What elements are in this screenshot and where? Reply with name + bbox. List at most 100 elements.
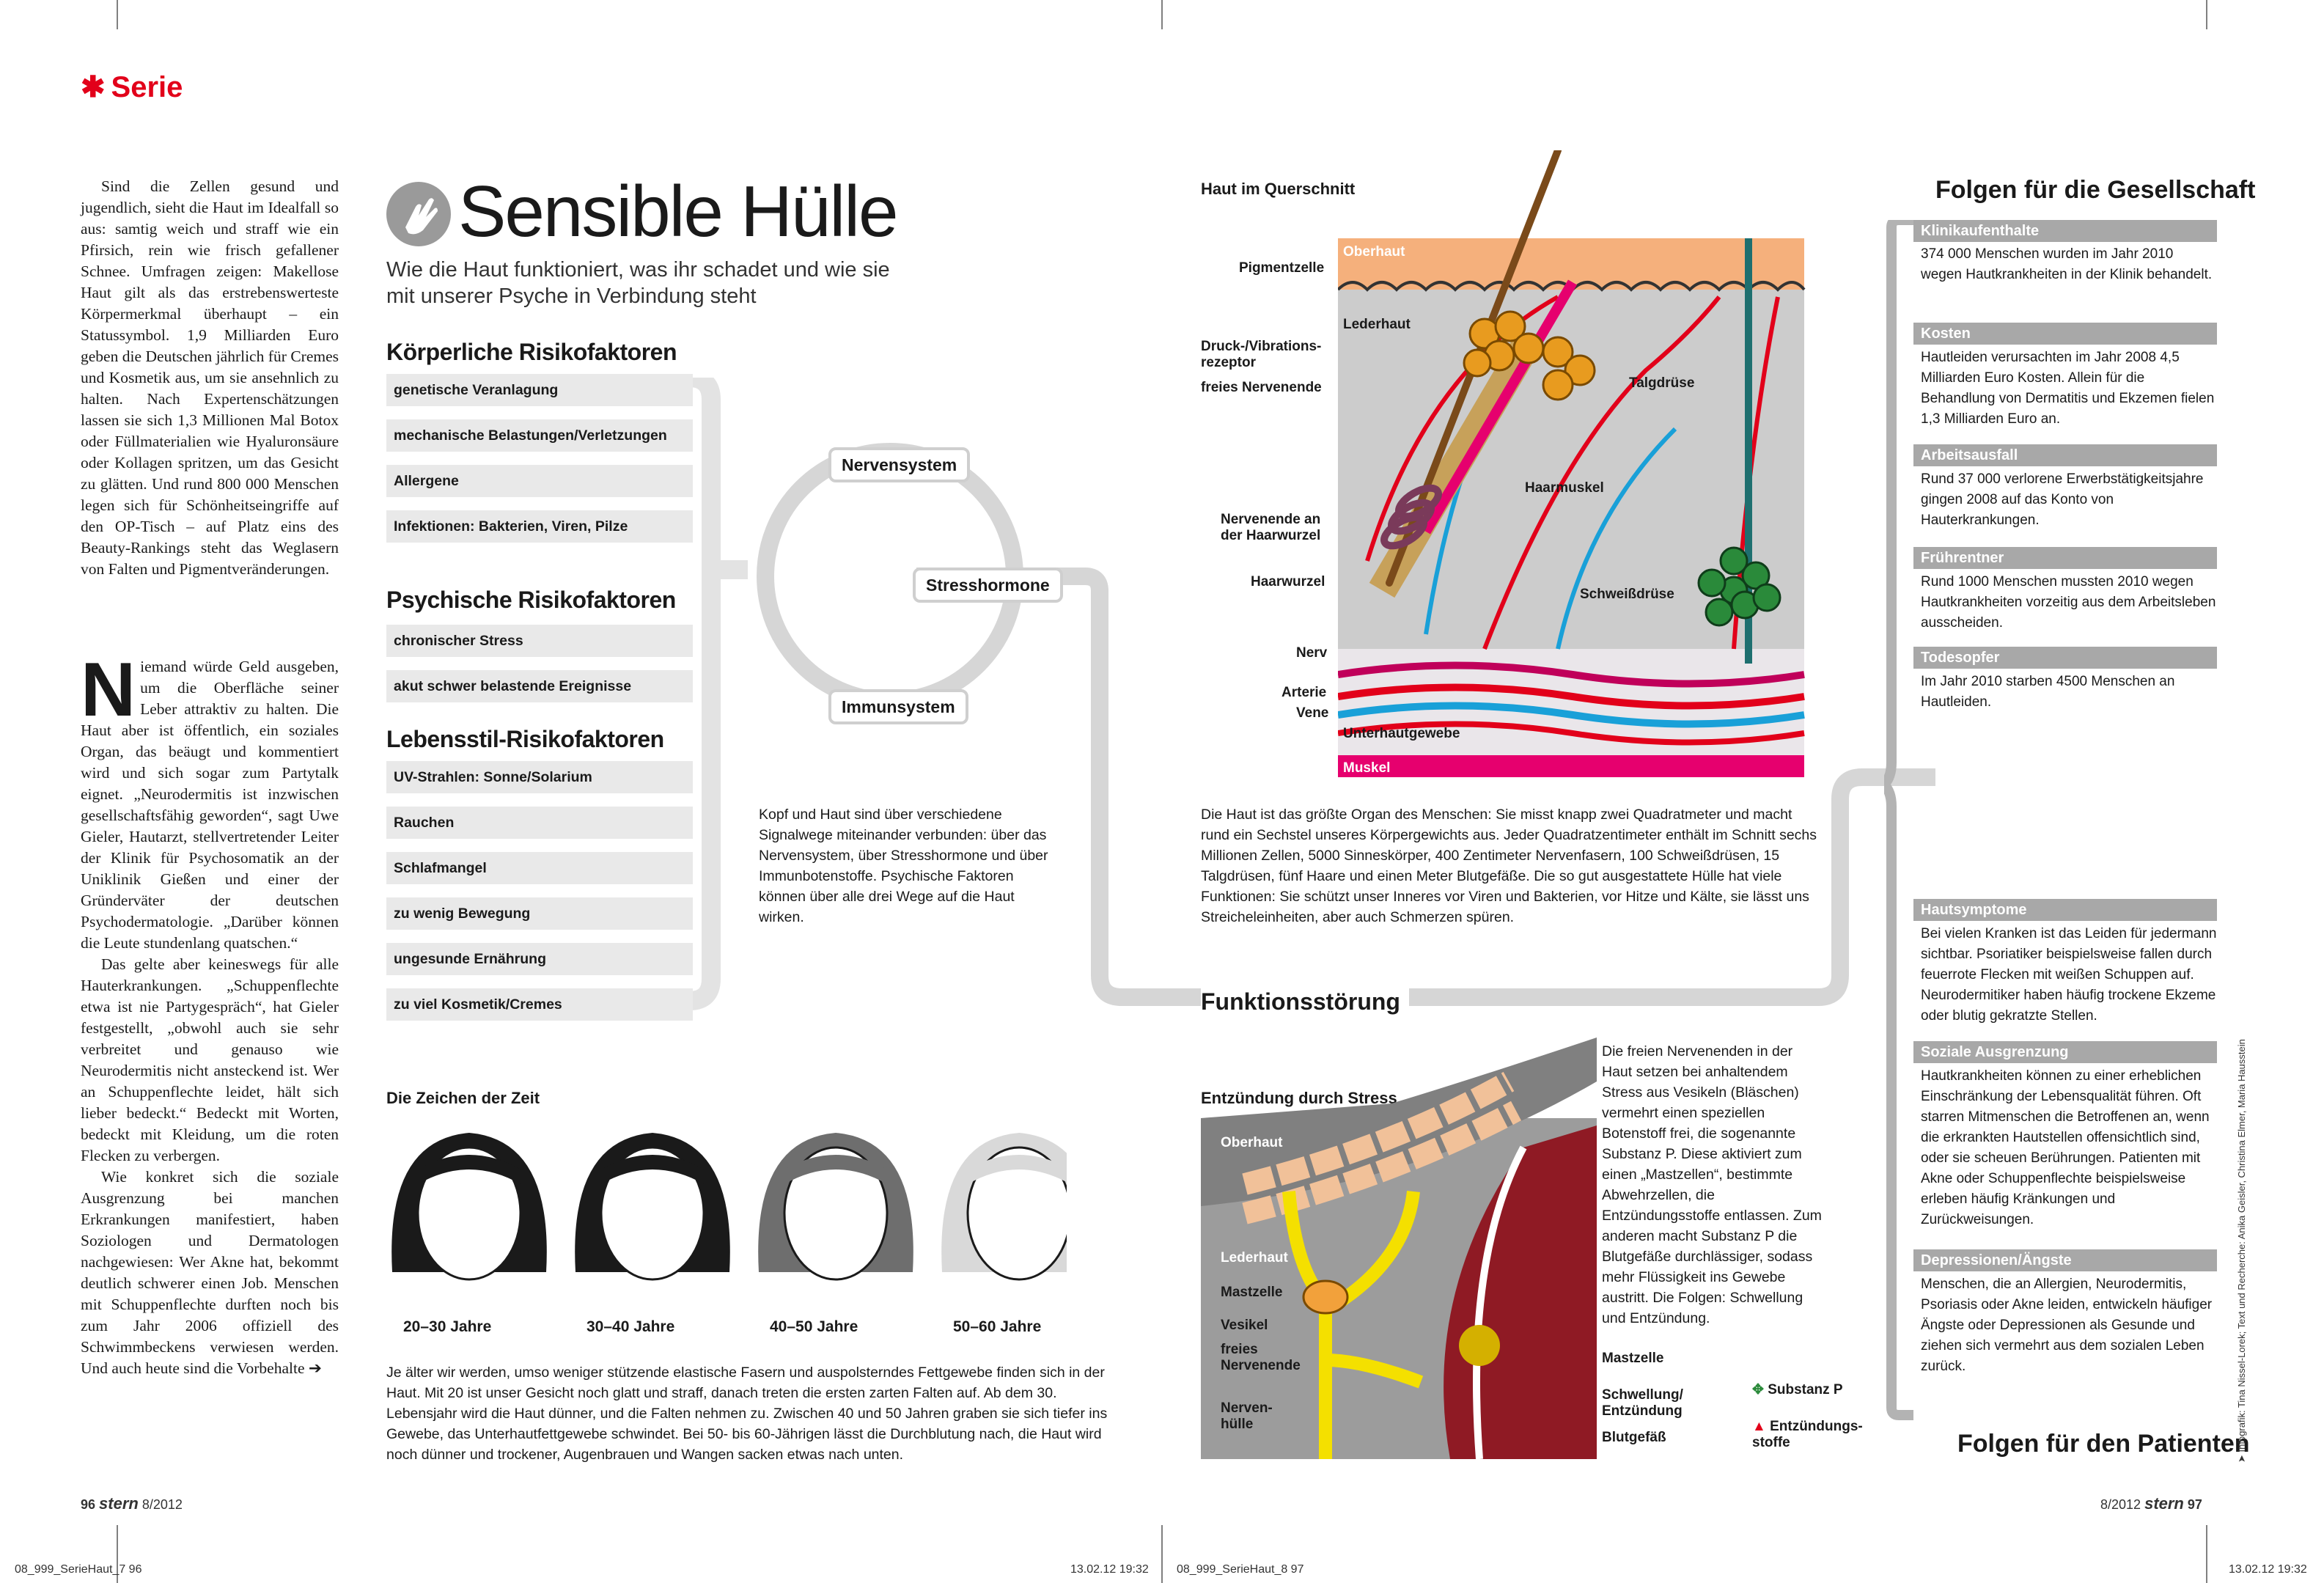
risk-item: akut schwer belastende Ereignisse [386, 670, 693, 702]
inf-label-lederhaut: Lederhaut [1221, 1250, 1288, 1266]
article-paragraph: Wie konkret sich die soziale Ausgrenzung… [81, 1168, 339, 1377]
society-head: Kosten [1913, 323, 2217, 345]
inflammation-diagram [1201, 1037, 1597, 1459]
risk-item: genetische Veranlagung [386, 374, 693, 406]
label-haarmuskel: Haarmuskel [1525, 480, 1604, 496]
label-nerv: Nerv [1296, 645, 1328, 661]
patient-head: Soziale Ausgrenzung [1913, 1041, 2217, 1063]
nervous-system-node: Nervensystem [828, 447, 971, 482]
risk-item: Allergene [386, 465, 693, 497]
slug-left: 08_999_SerieHaut_7 96 [15, 1563, 142, 1576]
triangle-icon: ▲ [1752, 1419, 1766, 1434]
cross-section-caption: Die Haut ist das größte Organ des Mensch… [1201, 807, 1817, 925]
funktion-title: Funktionsstörung [1201, 988, 1409, 1015]
risk-bracket [688, 378, 748, 1010]
lifestyle-risk-title: Lebensstil-Risikofaktoren [386, 726, 664, 752]
society-head: Frührentner [1913, 547, 2217, 569]
footer-left: 96 stern 8/2012 [81, 1494, 183, 1513]
label-nervenende-haarwurzel: Nervenende an der Haarwurzel [1221, 512, 1321, 543]
immune-system-node: Immunsystem [828, 689, 968, 724]
patient-body: Bei vielen Kranken ist das Leiden für je… [1921, 926, 2217, 1024]
label-lederhaut: Lederhaut [1343, 317, 1411, 332]
age-label: 40–50 Jahre [770, 1318, 858, 1335]
substanz-p-icon: ✥ [1752, 1382, 1764, 1397]
label-schweissdruese: Schweißdrüse [1580, 587, 1674, 602]
page-title: Sensible Hülle [458, 171, 898, 251]
age-label: 50–60 Jahre [953, 1318, 1042, 1335]
series-label: Serie [111, 70, 183, 103]
label-vene: Vene [1296, 705, 1329, 721]
slug-right: 08_999_SerieHaut_8 97 [1177, 1563, 1304, 1576]
society-title: Folgen für die Gesellschaft [1935, 176, 2256, 204]
risk-item: UV-Strahlen: Sonne/Solarium [386, 761, 693, 793]
society-bracket [1884, 220, 1913, 1420]
series-tag: ✱ Serie [81, 70, 183, 104]
society-body: Rund 1000 Menschen mussten 2010 wegen Ha… [1921, 574, 2216, 631]
skin-cross-section [1338, 150, 1806, 777]
inflammation-title: Entzündung durch Stress [1201, 1089, 1397, 1107]
inf-label-oberhaut: Oberhaut [1221, 1135, 1283, 1150]
risk-item: zu wenig Bewegung [386, 897, 693, 930]
page-subtitle: Wie die Haut funktioniert, was ihr schad… [386, 258, 890, 308]
inf-label-schwellung: Schwellung/ Entzündung [1602, 1387, 1683, 1419]
society-body: 374 000 Menschen wurden im Jahr 2010 weg… [1921, 246, 2213, 282]
inf-label-mastzelle: Mastzelle [1221, 1285, 1283, 1300]
infographic-credit: ➤ Infografik: Tina Nissel-Lorek; Text un… [2236, 1039, 2247, 1463]
article-paragraph: Das gelte aber keineswegs für alle Haute… [81, 955, 339, 1164]
risk-item: zu viel Kosmetik/Cremes [386, 988, 693, 1021]
risk-item: ungesunde Ernährung [386, 943, 693, 975]
risk-item: Schlafmangel [386, 852, 693, 884]
footer-right: 8/2012 stern 97 [2100, 1494, 2202, 1513]
risk-item: mechanische Belastungen/Verletzungen [386, 419, 693, 452]
label-unterhaut: Unterhautgewebe [1343, 726, 1460, 741]
psych-risk-title: Psychische Risikofaktoren [386, 587, 676, 613]
patient-body: Menschen, die an Allergien, Neurodermiti… [1921, 1277, 2213, 1374]
label-arterie: Arterie [1281, 685, 1327, 700]
label-oberhaut: Oberhaut [1343, 244, 1405, 260]
aging-title: Die Zeichen der Zeit [386, 1089, 540, 1107]
risk-item: Rauchen [386, 807, 693, 839]
label-muskel: Muskel [1343, 760, 1391, 776]
article-paragraph: Sind die Zellen gesund und jugendlich, s… [81, 177, 339, 578]
society-body: Hautleiden verursachten im Jahr 2008 4,5… [1921, 350, 2215, 427]
physical-risk-title: Körperliche Risikofaktoren [386, 339, 677, 365]
label-haarwurzel: Haarwurzel [1251, 574, 1325, 590]
label-freies-nervenende: freies Nervenende [1201, 380, 1322, 395]
patient-body: Hautkrankheiten können zu einer erheblic… [1921, 1068, 2210, 1227]
hand-icon [386, 182, 451, 246]
slug-right-date: 13.02.12 19:32 [2229, 1563, 2307, 1576]
patient-head: Hautsymptome [1913, 899, 2217, 921]
cycle-caption: Kopf und Haut sind über verschiedene Sig… [759, 807, 1048, 925]
society-head: Klinikaufenthalte [1913, 220, 2217, 242]
label-talgdruese: Talgdrüse [1629, 375, 1695, 391]
stern-star-icon: ✱ [81, 71, 106, 103]
legend-entzuendungsstoffe: ▲ Entzündungs- stoffe [1752, 1419, 1863, 1450]
aging-caption: Je älter wir werden, umso weniger stütze… [386, 1365, 1108, 1463]
society-head: Arbeitsausfall [1913, 444, 2217, 466]
stress-hormone-node: Stresshormone [913, 568, 1063, 603]
age-label: 20–30 Jahre [403, 1318, 492, 1335]
inf-label-blutgefaess: Blutgefäß [1602, 1430, 1666, 1445]
inf-label-freies-nervenende: freies Nervenende [1221, 1342, 1301, 1373]
aging-faces [391, 1133, 1067, 1281]
society-head: Todesopfer [1913, 647, 2217, 669]
inf-label-vesikel: Vesikel [1221, 1318, 1268, 1333]
risk-item: Infektionen: Bakterien, Viren, Pilze [386, 510, 693, 543]
cross-section-title: Haut im Querschnitt [1201, 180, 1356, 198]
patient-head: Depressionen/Ängste [1913, 1249, 2217, 1271]
society-body: Rund 37 000 verlorene Erwerbstätigkeitsj… [1921, 471, 2204, 528]
inflammation-caption: Die freien Nervenenden in der Haut setze… [1602, 1043, 1822, 1326]
dropcap: N [81, 647, 136, 732]
legend-substanz-p: ✥ Substanz P [1752, 1382, 1843, 1397]
risk-item: chronischer Stress [386, 625, 693, 657]
label-pigmentzelle: Pigmentzelle [1239, 260, 1325, 276]
age-label: 30–40 Jahre [586, 1318, 675, 1335]
article-intro: Sind die Zellen gesund und jugendlich, s… [81, 176, 339, 580]
patients-title: Folgen für den Patienten [1957, 1430, 2250, 1458]
label-druckrezeptor: Druck-/Vibrations- rezeptor [1201, 339, 1322, 370]
inf-label-mastzelle-2: Mastzelle [1602, 1351, 1664, 1366]
inf-label-nervenhuelle: Nerven- hülle [1221, 1400, 1273, 1432]
